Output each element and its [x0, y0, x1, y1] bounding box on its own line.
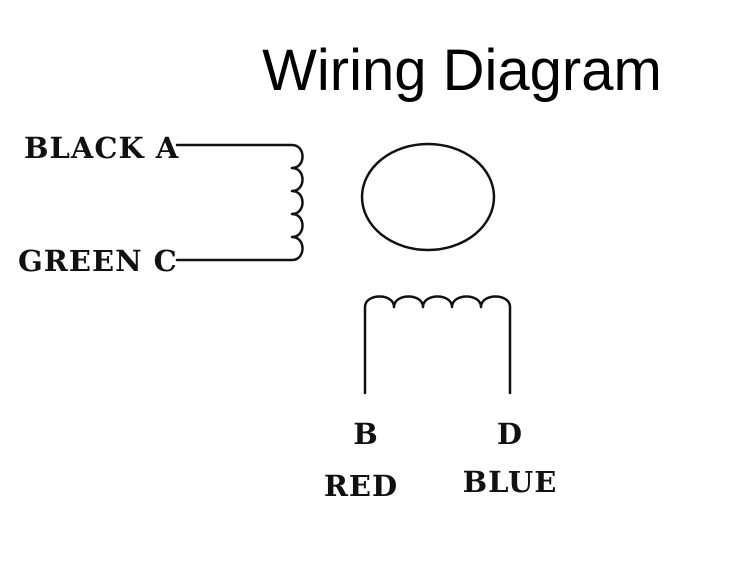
- label-terminal-b: B: [353, 417, 379, 451]
- rotor-circle: [360, 142, 496, 252]
- label-red: RED: [324, 469, 398, 503]
- coil-b-d: [363, 295, 512, 395]
- label-black-a: BLACK A: [24, 131, 179, 165]
- coil-a-c: [175, 143, 304, 262]
- diagram-title: Wiring Diagram: [262, 38, 662, 103]
- label-blue: BLUE: [463, 465, 558, 499]
- label-green-c: GREEN C: [18, 244, 178, 278]
- label-terminal-d: D: [497, 417, 523, 451]
